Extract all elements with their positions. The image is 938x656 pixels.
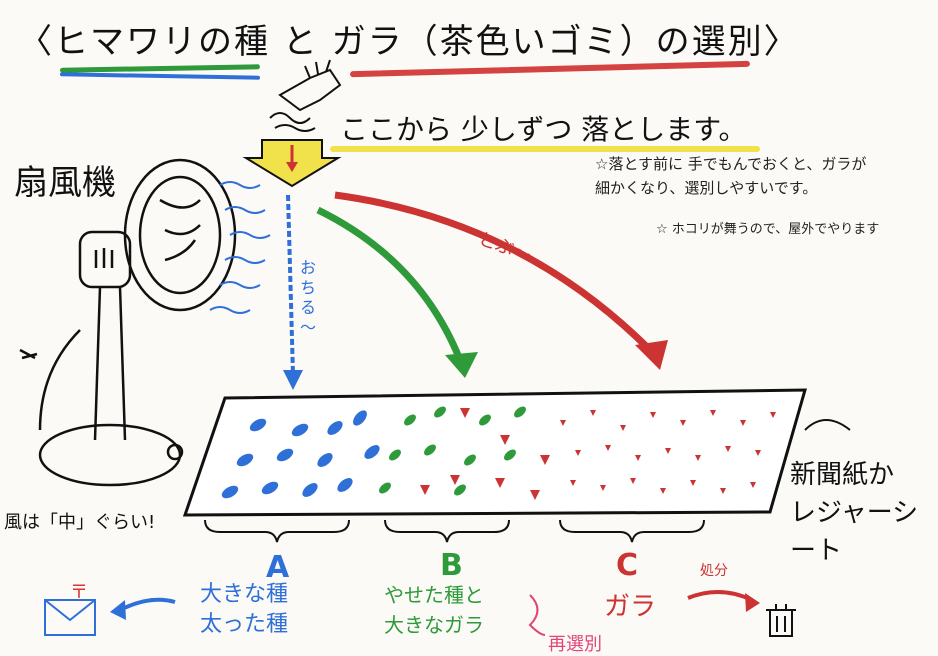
falls-label: おちる～ (300, 258, 317, 337)
note-2: ☆ ホコリが舞うので、屋外でやります (656, 222, 880, 237)
wind-lines (209, 181, 271, 314)
bin-brackets (204, 519, 705, 543)
drop-arrow-icon (242, 139, 342, 188)
envelope-icon (44, 599, 96, 636)
disposal-arrow-icon (687, 589, 760, 612)
instruction-text: ここから 少しずつ 落とします。 (340, 113, 747, 146)
green-arrow-icon (316, 206, 478, 378)
sheet-label: 新聞紙か レジャーシート (790, 460, 919, 566)
page-title: 〈ヒマワリの種 と ガラ（茶色いゴミ）の選別〉 (18, 22, 800, 62)
back-arrow-icon (110, 597, 176, 620)
bin-a-desc: 大きな種 太った種 (200, 582, 289, 637)
bin-c-letter: C (616, 548, 639, 583)
reselect-bracket (528, 594, 546, 636)
wind-label: 風は「中」ぐらい! (4, 512, 156, 533)
bin-b-letter: B (440, 548, 463, 583)
fall-arrow-icon (283, 194, 303, 390)
bin-b-desc: やせた種と 大きなガラ (384, 583, 484, 637)
instruction-underline (330, 146, 760, 152)
fan-icon (19, 158, 237, 487)
reselect-label: 再選別 (548, 634, 602, 655)
fan-label: 扇風機 (14, 163, 116, 203)
red-arrow-icon (334, 191, 668, 370)
seeds-c (560, 410, 776, 494)
bin-c-desc: ガラ (604, 592, 657, 622)
trash-icon (766, 604, 796, 637)
seeds-a (221, 410, 380, 499)
seeds-b (379, 406, 550, 500)
hand-icon (269, 59, 342, 132)
disposal-label: 処分 (700, 563, 728, 579)
post-mark-label: 〒 (70, 582, 88, 603)
note-1: ☆落とす前に 手でもんでおくと、ガラが 細かくなり、選別しやすいです。 (595, 155, 867, 197)
bin-a-letter: A (266, 550, 290, 585)
